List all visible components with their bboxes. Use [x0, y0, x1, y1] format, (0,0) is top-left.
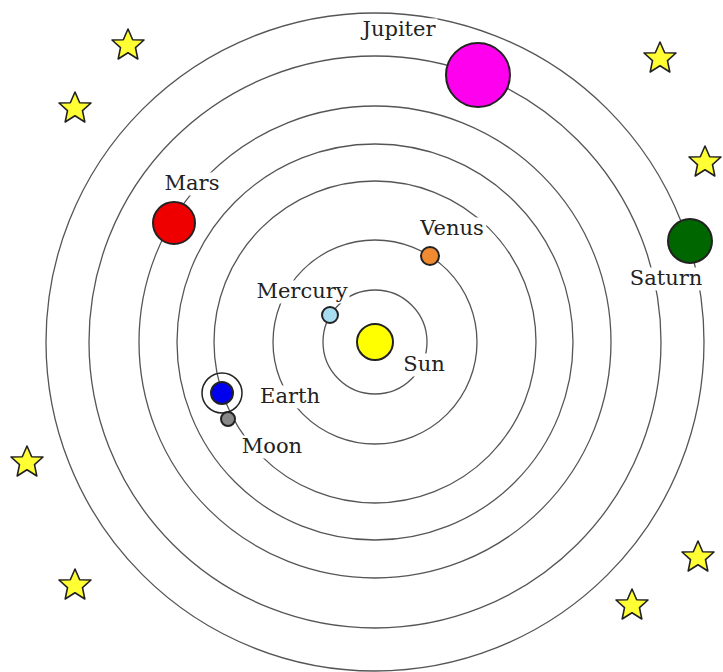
planet-label: Mercury: [254, 280, 349, 303]
stars: [11, 29, 721, 619]
planet-label: Moon: [240, 435, 304, 458]
planet-label: Venus: [418, 217, 486, 240]
orbit-rings: [46, 13, 704, 671]
planets: [153, 43, 712, 426]
planet-label: Earth: [258, 385, 322, 408]
planet-label: Saturn: [628, 267, 704, 290]
planet-label: Sun: [401, 353, 446, 376]
planet-label: Jupiter: [360, 18, 437, 41]
planet-label: Mars: [163, 172, 222, 195]
